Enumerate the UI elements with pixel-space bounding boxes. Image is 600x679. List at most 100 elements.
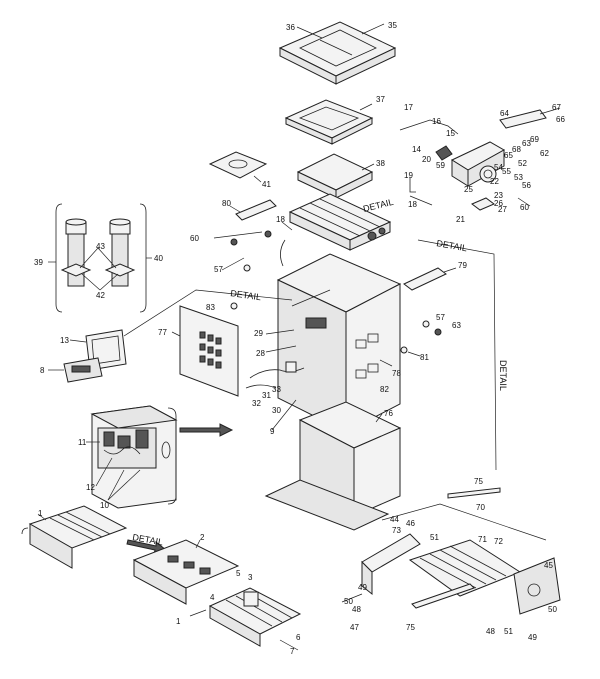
part-labels: 1 1 2 3 4 5 6 7 8 9 10 11 12 13 14 15 16… (34, 21, 565, 656)
label-83: 83 (206, 303, 215, 312)
label-62: 62 (540, 149, 549, 158)
top-cover (278, 21, 397, 85)
control-bezel (63, 329, 127, 383)
detail-control: DETAIL (230, 288, 262, 302)
label-37: 37 (376, 95, 385, 104)
label-21: 21 (456, 215, 465, 224)
detail-vertical: DETAIL (498, 360, 508, 391)
label-30: 30 (272, 406, 281, 415)
label-52: 52 (518, 159, 527, 168)
label-7: 7 (290, 647, 295, 656)
collector-tray (296, 153, 374, 199)
label-64: 64 (500, 109, 509, 118)
label-42: 42 (96, 291, 105, 300)
label-45: 45 (544, 561, 553, 570)
label-1: 1 (38, 509, 43, 518)
control-box-detail (90, 405, 178, 509)
label-49: 49 (358, 583, 367, 592)
label-17: 17 (404, 103, 413, 112)
heat-exchanger-top (288, 193, 392, 251)
label-6: 6 (296, 633, 301, 642)
label-68: 68 (512, 145, 521, 154)
label-18b: 18 (408, 200, 417, 209)
label-82: 82 (380, 385, 389, 394)
label-75: 75 (474, 477, 483, 486)
label-12: 12 (86, 483, 95, 492)
label-60b: 60 (520, 203, 529, 212)
label-5: 5 (236, 569, 241, 578)
screw (434, 328, 442, 336)
label-77: 77 (158, 328, 167, 337)
label-33: 33 (272, 385, 281, 394)
label-9: 9 (270, 427, 275, 436)
top-tray (284, 99, 374, 145)
label-60: 60 (190, 234, 199, 243)
label-2: 2 (200, 533, 205, 542)
label-54: 54 (494, 163, 503, 172)
detail-gas-valve: DETAIL (436, 238, 468, 253)
label-31: 31 (262, 391, 271, 400)
label-49b: 49 (528, 633, 537, 642)
label-65: 65 (504, 151, 513, 160)
label-47: 47 (350, 623, 359, 632)
label-51: 51 (430, 533, 439, 542)
label-22: 22 (490, 177, 499, 186)
label-16: 16 (432, 117, 441, 126)
label-20: 20 (422, 155, 431, 164)
label-59: 59 (436, 161, 445, 170)
label-3: 3 (248, 573, 253, 582)
label-15: 15 (446, 129, 455, 138)
label-57b: 57 (436, 313, 445, 322)
label-56: 56 (522, 181, 531, 190)
label-66: 66 (556, 115, 565, 124)
gas-valve-assembly (399, 107, 561, 211)
label-50: 50 (344, 597, 353, 606)
label-48: 48 (352, 605, 361, 614)
label-28: 28 (256, 349, 265, 358)
label-11: 11 (78, 438, 87, 447)
label-8: 8 (40, 366, 45, 375)
label-75b: 75 (406, 623, 415, 632)
detail-top: DETAIL (362, 197, 394, 214)
washer (422, 320, 430, 328)
label-63b: 63 (522, 139, 531, 148)
label-10: 10 (100, 501, 109, 510)
plug (400, 346, 408, 354)
label-18: 18 (276, 215, 285, 224)
label-46: 46 (406, 519, 415, 528)
label-48b: 48 (486, 627, 495, 636)
label-36: 36 (286, 23, 295, 32)
label-50b: 50 (548, 605, 557, 614)
label-72: 72 (494, 537, 503, 546)
label-43: 43 (96, 242, 105, 251)
base-enclosure (264, 401, 402, 531)
label-78: 78 (392, 369, 401, 378)
panel-knob (230, 302, 238, 310)
label-19: 19 (404, 171, 413, 180)
bracket (235, 199, 277, 221)
label-38: 38 (376, 159, 385, 168)
label-26: 26 (494, 199, 503, 208)
label-29: 29 (254, 329, 263, 338)
label-80: 80 (222, 199, 231, 208)
label-53: 53 (514, 173, 523, 182)
label-63: 63 (452, 321, 461, 330)
burner-tray-left (21, 505, 128, 569)
burner-assembly (208, 587, 302, 647)
label-1b: 1 (176, 617, 181, 626)
heat-exchanger-detail (361, 487, 561, 615)
gasket-plate (208, 151, 268, 179)
label-4: 4 (210, 593, 215, 602)
fastener-group (213, 230, 286, 272)
label-41: 41 (262, 180, 271, 189)
label-39: 39 (34, 258, 43, 267)
label-14: 14 (412, 145, 421, 154)
label-70: 70 (476, 503, 485, 512)
wiring-harness (245, 361, 305, 389)
label-51b: 51 (504, 627, 513, 636)
side-rail (403, 267, 447, 291)
label-55: 55 (502, 167, 511, 176)
detail-arrow (179, 423, 234, 437)
